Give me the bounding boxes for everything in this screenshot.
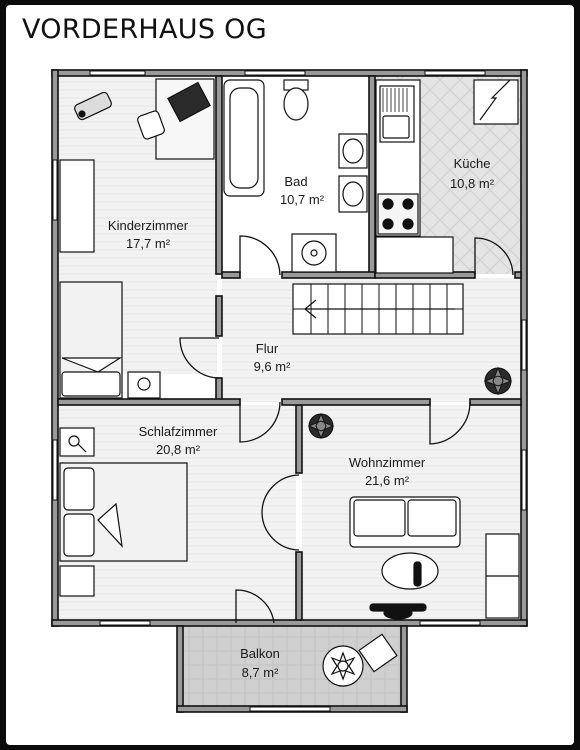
- schlafzimmer-furniture: [59, 427, 188, 597]
- doors: [179, 235, 514, 624]
- page-title: VORDERHAUS OG: [22, 14, 267, 45]
- kinderzimmer-furniture: [59, 78, 215, 399]
- schlafzimmer-name: Schlafzimmer: [139, 424, 218, 439]
- kueche-name: Küche: [454, 156, 491, 171]
- wohnzimmer-area: 21,6 m²: [365, 473, 410, 488]
- kinderzimmer-name: Kinderzimmer: [108, 218, 189, 233]
- kueche-fixtures: [375, 79, 519, 274]
- flur-name: Flur: [256, 341, 279, 356]
- kueche-area: 10,8 m²: [450, 176, 495, 191]
- balkon-area: 8,7 m²: [242, 665, 280, 680]
- schlafzimmer-area: 20,8 m²: [156, 442, 201, 457]
- kinderzimmer-area: 17,7 m²: [126, 236, 171, 251]
- wohnzimmer-furniture: [349, 496, 520, 620]
- plant-icon: [307, 366, 513, 440]
- bad-area: 10,7 m²: [280, 192, 325, 207]
- balkon-name: Balkon: [240, 646, 280, 661]
- room-labels: Kinderzimmer 17,7 m² Bad 10,7 m² Küche 1…: [108, 156, 495, 680]
- bad-name: Bad: [284, 174, 307, 189]
- wohnzimmer-name: Wohnzimmer: [349, 455, 426, 470]
- windows: [52, 70, 527, 712]
- flur-area: 9,6 m²: [254, 359, 292, 374]
- bad-fixtures: [223, 79, 368, 273]
- staircase: [292, 283, 464, 335]
- balkon-furniture: [322, 633, 398, 687]
